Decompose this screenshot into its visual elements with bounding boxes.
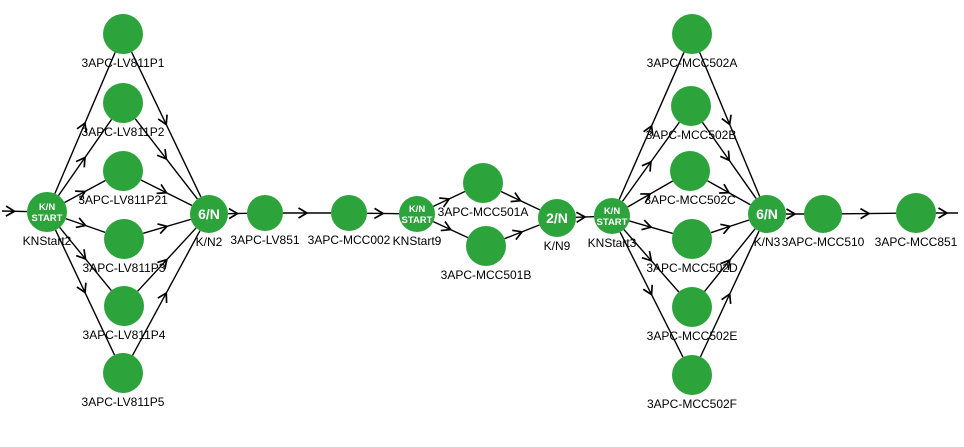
node-label-mcc502f: 3APC-MCC502F xyxy=(647,397,737,411)
arrowhead xyxy=(860,207,871,220)
arrowhead xyxy=(643,124,654,136)
node-p5[interactable] xyxy=(103,353,143,393)
node-label-mcc002: 3APC-MCC002 xyxy=(308,233,391,247)
node-mcc502c[interactable] xyxy=(670,151,710,191)
arrowhead xyxy=(720,258,731,270)
arrowhead xyxy=(157,291,168,303)
arrowhead xyxy=(76,282,87,295)
node-p3[interactable] xyxy=(104,219,144,259)
node-mcc502a[interactable] xyxy=(672,14,712,54)
arrowhead xyxy=(641,250,653,263)
node-label-mcc502b: 3APC-MCC502B xyxy=(646,128,737,142)
node-label-p21: 3APC-LV811P21 xyxy=(78,193,168,207)
gate-text-kn9: 2/N xyxy=(546,210,568,226)
node-label-mcc502d: 3APC-MCC502D xyxy=(646,261,738,275)
node-label-mcc502a: 3APC-MCC502A xyxy=(647,56,738,70)
arrowhead xyxy=(75,156,86,168)
node-label-mcc501b: 3APC-MCC501B xyxy=(441,268,532,282)
node-mcc851[interactable] xyxy=(896,193,936,233)
arrowhead xyxy=(439,197,451,208)
node-label-mcc502c: 3APC-MCC502C xyxy=(644,193,736,207)
arrowhead xyxy=(575,211,587,224)
arrowhead xyxy=(641,160,652,172)
arrowhead xyxy=(510,192,522,203)
arrowhead xyxy=(5,205,17,217)
node-mcc502d[interactable] xyxy=(672,219,712,259)
arrowhead xyxy=(374,207,385,220)
arrowhead xyxy=(156,183,168,195)
node-mcc502f[interactable] xyxy=(672,355,712,395)
node-lv851[interactable] xyxy=(247,195,283,231)
node-label-kn2: K/N2 xyxy=(196,235,223,249)
arrowhead xyxy=(786,208,797,220)
arrowhead xyxy=(721,292,732,304)
node-start9[interactable] xyxy=(399,196,435,232)
node-label-p1: 3APC-LV811P1 xyxy=(82,56,165,70)
node-label-mcc502e: 3APC-MCC502E xyxy=(647,329,738,343)
node-mcc002[interactable] xyxy=(331,195,367,231)
node-mcc502e[interactable] xyxy=(672,287,712,327)
node-mcc501b[interactable] xyxy=(466,226,506,266)
node-p1[interactable] xyxy=(103,14,143,54)
node-label-mcc851: 3APC-MCC851 xyxy=(875,235,958,249)
arrowhead xyxy=(298,207,309,219)
arrowhead xyxy=(719,183,731,194)
arrowhead xyxy=(440,220,453,232)
arrowhead xyxy=(720,223,732,235)
node-label-mcc501a: 3APC-MCC501A xyxy=(438,205,529,219)
node-mcc501a[interactable] xyxy=(463,163,503,203)
node-mcc510[interactable] xyxy=(804,195,842,233)
node-label-p3: 3APC-LV811P3 xyxy=(83,261,166,275)
arrowhead xyxy=(641,219,653,231)
arrowhead xyxy=(157,223,169,235)
node-kn9[interactable] xyxy=(538,199,576,237)
arrowhead xyxy=(157,258,168,270)
arrowhead xyxy=(938,207,949,219)
arrowhead xyxy=(156,149,168,161)
node-label-start2: KNStart2 xyxy=(23,234,72,248)
node-label-lv851: 3APC-LV851 xyxy=(230,233,299,247)
node-label-kn3: K/N3 xyxy=(754,235,781,249)
node-mcc502b[interactable] xyxy=(671,86,711,126)
node-label-p2: 3APC-LV811P2 xyxy=(82,125,165,139)
arrowhead xyxy=(75,217,88,229)
arrowhead xyxy=(642,284,654,297)
node-label-mcc510: 3APC-MCC510 xyxy=(782,235,865,249)
node-label-start3: KNStart3 xyxy=(588,236,637,250)
node-label-p4: 3APC-LV811P4 xyxy=(83,328,166,342)
node-start2[interactable] xyxy=(27,192,67,232)
node-label-start9: KNStart9 xyxy=(393,234,442,248)
arrowhead xyxy=(719,150,731,162)
arrowhead xyxy=(721,114,732,127)
arrowhead xyxy=(157,114,168,126)
node-label-p5: 3APC-LV811P5 xyxy=(82,395,165,409)
node-p21[interactable] xyxy=(103,151,143,191)
node-kn3[interactable] xyxy=(748,195,786,233)
gate-text-kn2: 6/N xyxy=(198,206,220,222)
node-label-kn9: K/N9 xyxy=(544,239,571,253)
node-p4[interactable] xyxy=(104,286,144,326)
node-start3[interactable] xyxy=(594,198,630,234)
arrowhead xyxy=(640,193,652,203)
arrowhead xyxy=(512,229,524,241)
arrowhead xyxy=(228,207,240,220)
node-p2[interactable] xyxy=(103,83,143,123)
arrowhead xyxy=(75,249,87,261)
arrowhead xyxy=(76,121,88,133)
gate-text-kn3: 6/N xyxy=(756,206,778,222)
node-kn2[interactable] xyxy=(190,195,228,233)
arrowhead xyxy=(75,190,87,201)
